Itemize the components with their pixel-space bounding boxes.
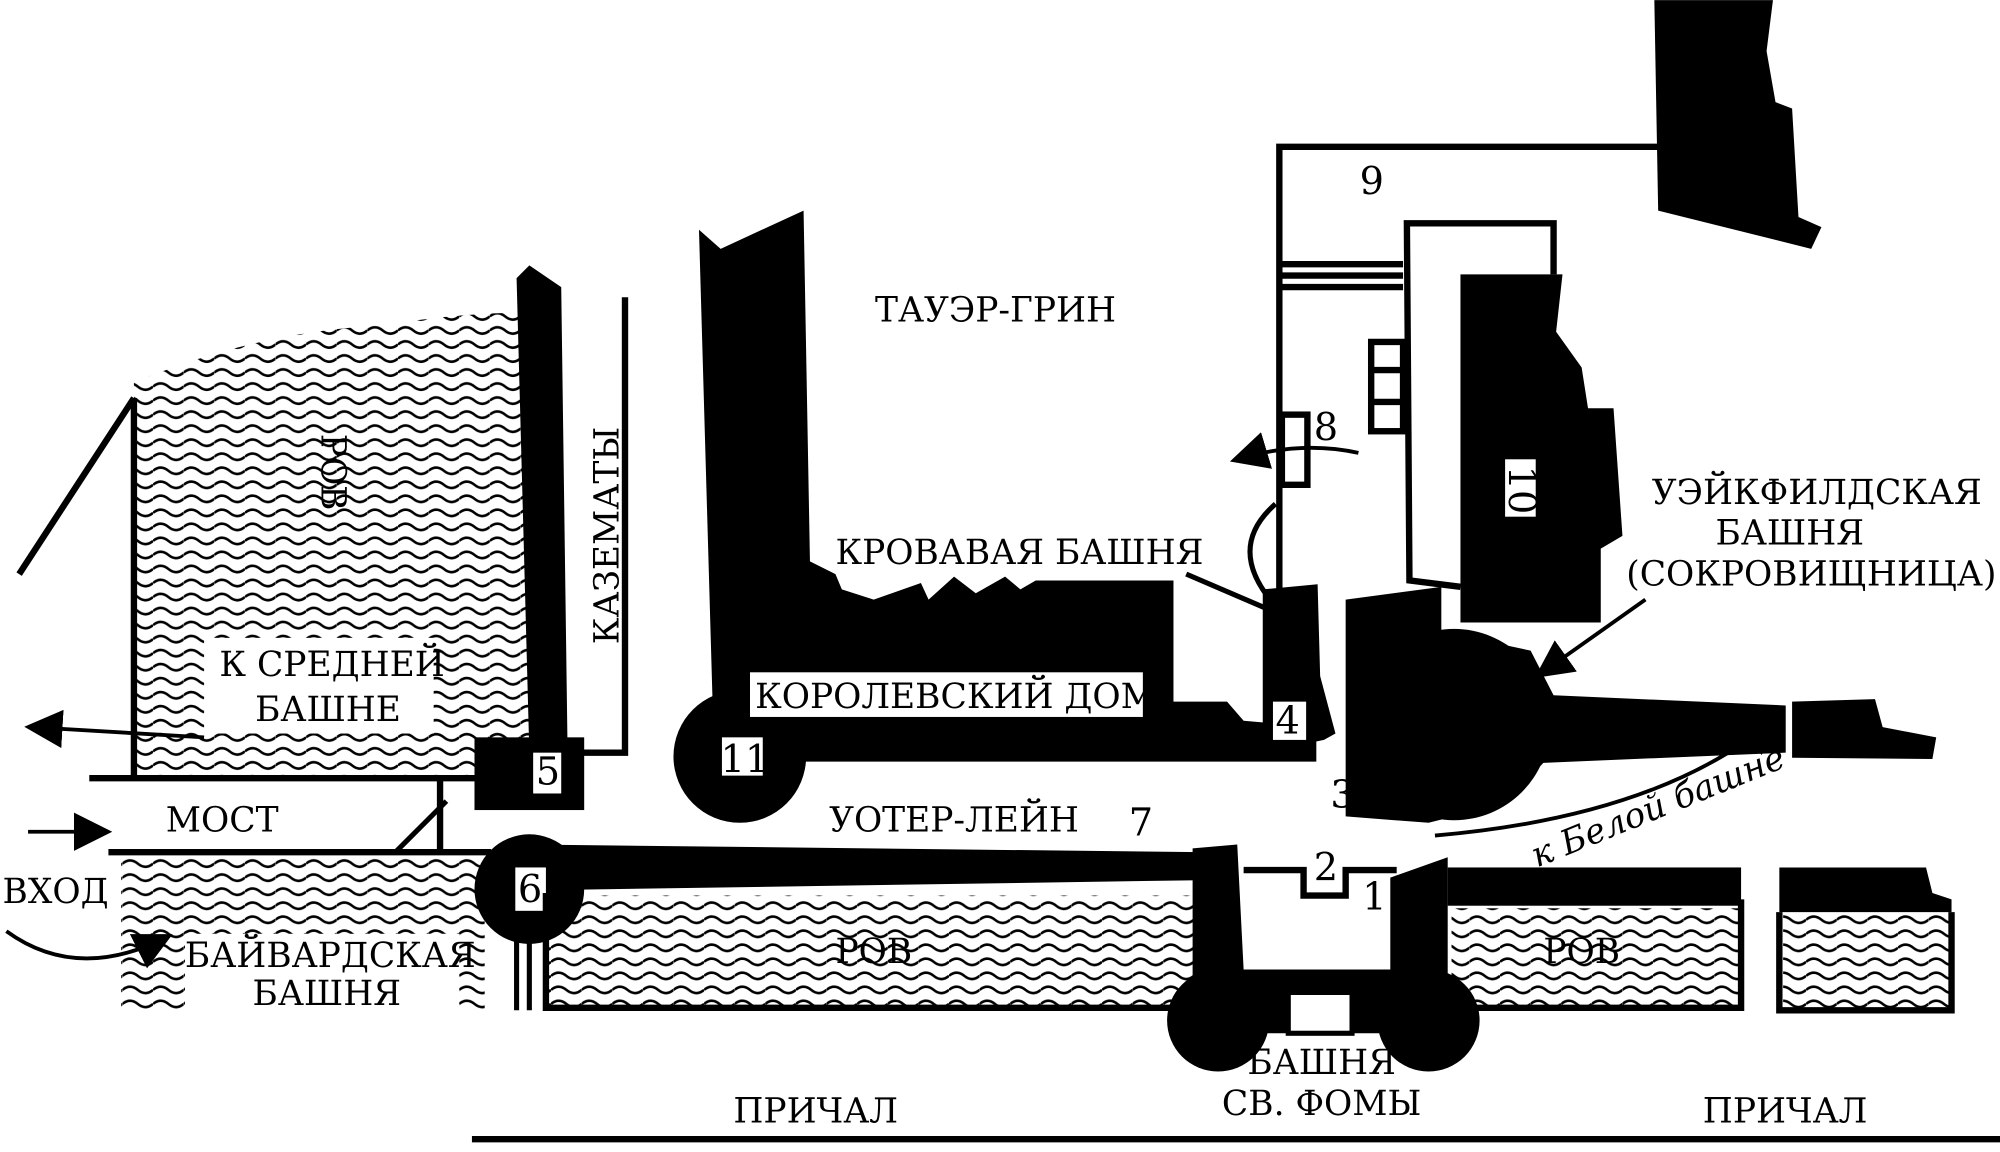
north-east-bastion	[1654, 0, 1822, 249]
middle-tower-label-bg	[204, 637, 434, 734]
label-to-middle-tower-2: БАШНЕ	[255, 690, 401, 730]
marker-3: 3	[1330, 773, 1354, 818]
marker-4: 4	[1276, 699, 1300, 744]
label-wakefield-3: (СОКРОВИЩНИЦА)	[1626, 555, 1996, 595]
label-moat-right: РОВ	[1543, 932, 1620, 972]
moat-far-right	[1783, 914, 1949, 1008]
south-wall	[529, 844, 1199, 891]
marker-6: 6	[518, 867, 542, 912]
marker-2: 2	[1314, 845, 1338, 890]
label-st-thomas-2: СВ. ФОМЫ	[1222, 1084, 1421, 1124]
label-entrance: ВХОД	[3, 872, 109, 912]
west-wall	[516, 265, 568, 753]
label-st-thomas-1: БАШНЯ	[1247, 1043, 1395, 1083]
wakefield-tower	[1345, 586, 1937, 838]
inner-ward-outline	[1229, 143, 1659, 626]
tower-5	[474, 737, 585, 811]
label-moat-middle: РОВ	[835, 932, 912, 972]
label-wakefield-2: БАШНЯ	[1716, 514, 1864, 554]
kings-house	[698, 210, 1317, 762]
marker-9: 9	[1360, 159, 1384, 204]
marker-1: 1	[1362, 875, 1386, 920]
moat-middle	[548, 895, 1199, 1006]
label-bridge: МОСТ	[166, 801, 279, 841]
marker-11: 11	[721, 737, 770, 782]
bridge	[5, 709, 492, 969]
label-byward-1: БАЙВАРДСКАЯ	[185, 934, 476, 976]
label-kings-house: КОРОЛЕВСКИЙ ДОМ	[755, 675, 1156, 717]
building-10	[1460, 274, 1623, 623]
moat-right	[1451, 908, 1742, 1008]
label-wakefield-1: УЭЙКФИЛДСКАЯ	[1652, 471, 1982, 513]
label-wharf-left: ПРИЧАЛ	[733, 1092, 898, 1132]
label-to-middle-tower-1: К СРЕДНЕЙ	[219, 643, 444, 685]
label-water-lane: УОТЕР-ЛЕЙН	[829, 799, 1079, 841]
marker-8: 8	[1314, 405, 1338, 450]
label-tower-green: ТАУЭР-ГРИН	[875, 291, 1116, 331]
marker-10: 10	[1499, 466, 1544, 515]
label-byward-2: БАШНЯ	[253, 974, 401, 1014]
label-wharf-right: ПРИЧАЛ	[1703, 1092, 1868, 1132]
marker-7: 7	[1129, 801, 1153, 846]
label-bloody-tower: КРОВАВАЯ БАШНЯ	[835, 533, 1203, 573]
casemates-line	[580, 297, 629, 756]
label-casemates: КАЗЕМАТЫ	[588, 427, 628, 644]
st-thomas-tower	[1167, 844, 1480, 1072]
label-moat-left: РОВ	[312, 434, 352, 511]
marker-5: 5	[536, 750, 560, 795]
